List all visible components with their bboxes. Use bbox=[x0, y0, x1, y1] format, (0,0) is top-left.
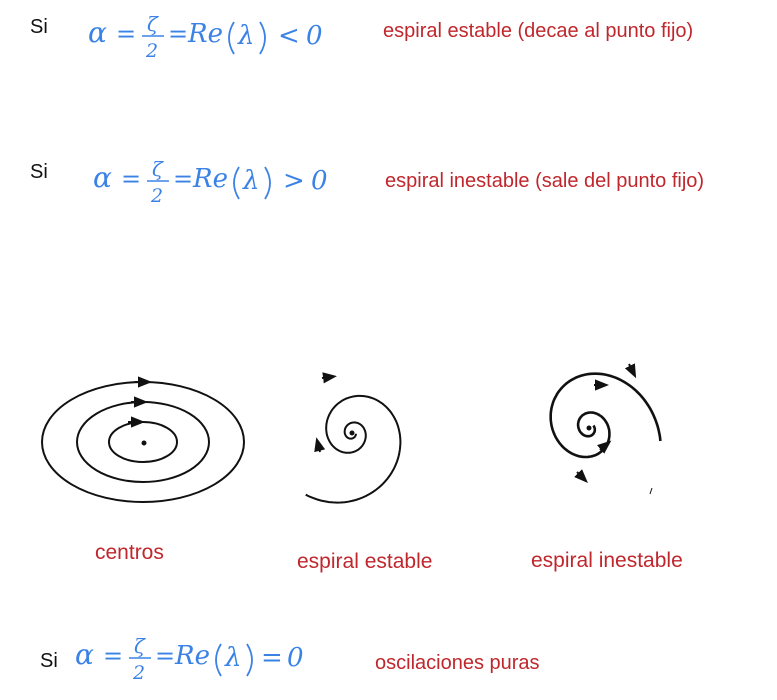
real-part-symbol: Re bbox=[192, 164, 228, 194]
concentric-ellipses-icon bbox=[41, 376, 245, 503]
spiral-arrow bbox=[314, 437, 326, 453]
caption-centers: centros bbox=[95, 541, 164, 564]
zero-symbol: 0 bbox=[311, 166, 328, 196]
zeta-symbol: ζ bbox=[152, 157, 164, 181]
fixed-point bbox=[141, 440, 147, 446]
left-paren bbox=[215, 643, 222, 677]
denominator-two: 2 bbox=[132, 662, 145, 684]
left-paren bbox=[233, 166, 240, 200]
relation-sign: > bbox=[283, 166, 305, 196]
dash-mark bbox=[649, 487, 653, 495]
lambda-symbol: λ bbox=[237, 21, 254, 51]
alpha-symbol: α bbox=[75, 638, 94, 671]
equation-unstable: α = ζ 2 = Re λ > 0 bbox=[93, 157, 328, 207]
lambda-symbol: λ bbox=[242, 166, 259, 196]
condition-description: espiral estable (decae al punto fijo) bbox=[383, 20, 694, 42]
condition-prefix: Si bbox=[30, 161, 48, 183]
equals-sign: = bbox=[116, 20, 136, 48]
zeta-symbol: ζ bbox=[147, 12, 159, 36]
alpha-symbol: α bbox=[88, 16, 107, 49]
denominator-two: 2 bbox=[145, 40, 158, 62]
unstable-spiral-curve bbox=[549, 372, 662, 459]
equation-stable: α = ζ 2 = Re λ < 0 bbox=[88, 12, 323, 62]
spiral-arrow bbox=[597, 440, 612, 454]
condition-prefix: Si bbox=[30, 16, 48, 38]
stable-spiral-curve bbox=[305, 394, 402, 504]
spiral-arrow bbox=[624, 363, 637, 379]
equals-sign: = bbox=[173, 165, 193, 193]
condition-description: oscilaciones puras bbox=[375, 652, 540, 674]
inward-spiral-icon bbox=[305, 372, 402, 504]
zeta-symbol: ζ bbox=[134, 634, 146, 658]
equals-sign: = bbox=[155, 642, 175, 670]
condition-row-pure: Si α = ζ 2 = Re λ = 0 oscilaciones puras bbox=[0, 630, 777, 690]
spiral-arrow bbox=[321, 372, 337, 384]
condition-prefix: Si bbox=[40, 650, 58, 672]
fixed-point bbox=[349, 430, 355, 436]
real-part-symbol: Re bbox=[187, 19, 223, 49]
equals-sign: = bbox=[121, 165, 141, 193]
alpha-symbol: α bbox=[93, 161, 112, 194]
condition-description: espiral inestable (sale del punto fijo) bbox=[385, 170, 705, 192]
spiral-arrow bbox=[574, 469, 588, 483]
caption-unstable-spiral: espiral inestable bbox=[531, 549, 683, 572]
zero-symbol: 0 bbox=[306, 21, 323, 51]
phase-portraits bbox=[41, 363, 662, 504]
condition-row-stable: Si α = ζ 2 = Re λ < 0 espiral estable (d… bbox=[0, 8, 777, 68]
caption-stable-spiral: espiral estable bbox=[297, 550, 433, 573]
equation-pure: α = ζ 2 = Re λ = 0 bbox=[75, 634, 304, 684]
equals-sign: = bbox=[168, 20, 188, 48]
relation-sign: = bbox=[261, 643, 283, 673]
right-paren bbox=[259, 21, 266, 55]
right-paren bbox=[246, 643, 253, 677]
fixed-point bbox=[586, 425, 592, 431]
real-part-symbol: Re bbox=[174, 641, 210, 671]
right-paren bbox=[264, 166, 271, 200]
zero-symbol: 0 bbox=[287, 643, 304, 673]
condition-row-unstable: Si α = ζ 2 = Re λ > 0 espiral inestable … bbox=[0, 153, 777, 213]
left-paren bbox=[228, 21, 235, 55]
lambda-symbol: λ bbox=[224, 643, 241, 673]
relation-sign: < bbox=[278, 21, 300, 51]
denominator-two: 2 bbox=[150, 185, 163, 207]
equals-sign: = bbox=[103, 642, 123, 670]
outward-spiral-icon bbox=[549, 363, 662, 495]
